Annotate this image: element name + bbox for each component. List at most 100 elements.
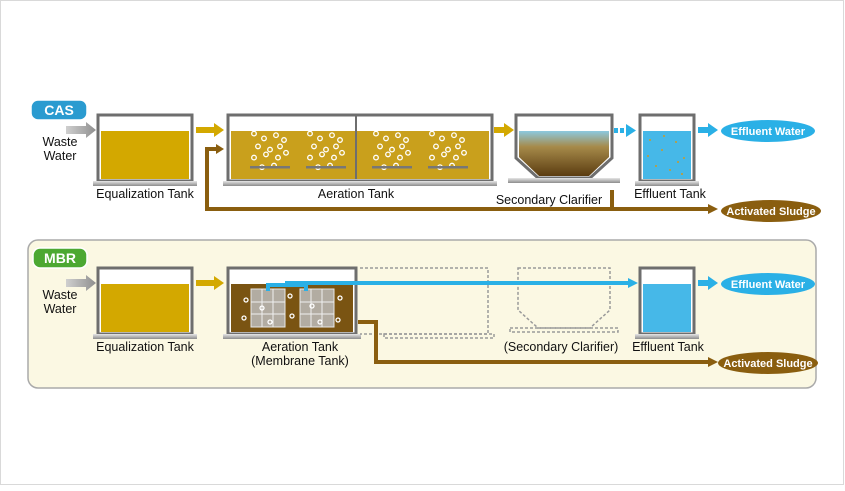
mbr-waste-water-arrow (66, 275, 96, 291)
mbr-removed-aeration-tank-outline (360, 267, 495, 339)
cas-aeration-tank-label: Aeration Tank (318, 187, 395, 201)
aeration-bubble (451, 132, 457, 139)
mbr-panel (27, 239, 817, 389)
cas-activated-sludge-pill: Activated Sludge (721, 200, 821, 222)
aeration-bubble (389, 146, 395, 153)
mbr-effluent-tank-label: Effluent Tank (632, 340, 705, 354)
mbr-section: MBR Waste Water Equalization Tank (27, 239, 818, 389)
aeration-bubble (281, 137, 287, 143)
aeration-bubble (455, 143, 461, 150)
effluent-particle (661, 149, 663, 151)
aeration-bubble (251, 154, 257, 161)
effluent-particle (663, 135, 665, 137)
mbr-activated-sludge-label: Activated Sludge (723, 358, 812, 370)
aeration-bubble (429, 130, 435, 137)
aeration-bubble (289, 313, 295, 319)
aeration-bubble (311, 143, 317, 150)
cas-badge-label: CAS (44, 102, 74, 118)
aeration-bubble (429, 154, 435, 161)
aeration-bubble (309, 303, 315, 309)
aeration-bubble (331, 154, 337, 161)
aeration-bubble (333, 143, 339, 150)
mbr-sludge-line (358, 320, 708, 364)
aeration-bubble (317, 135, 323, 142)
aeration-bubble (255, 143, 261, 150)
aeration-bubble (267, 146, 273, 153)
cas-secondary-clarifier-label: Secondary Clarifier (496, 193, 602, 207)
mbr-permeate-line (266, 281, 630, 291)
mbr-activated-sludge-pill: Activated Sludge (718, 352, 818, 374)
membrane-module-2 (299, 288, 335, 328)
mbr-aeration-tank-label-2: (Membrane Tank) (251, 354, 349, 368)
aeration-bubble (273, 132, 279, 139)
aeration-bubble (251, 130, 257, 137)
aeration-bubble (453, 154, 459, 161)
cas-activated-sludge-label: Activated Sludge (726, 206, 815, 218)
cas-clarified-water-arrow (614, 124, 636, 137)
effluent-particle (677, 161, 679, 163)
aeration-bubble (283, 149, 289, 156)
cas-sludge-lines (205, 147, 708, 211)
aeration-bubble (373, 130, 379, 137)
mbr-effluent-arrow (698, 276, 718, 290)
aeration-bubble (377, 143, 383, 150)
mbr-badge: MBR (32, 247, 88, 269)
effluent-particle (675, 141, 677, 143)
aeration-bubble (395, 132, 401, 139)
mbr-waste-water-label-2: Water (44, 302, 77, 316)
cas-aeration-tank (223, 113, 497, 186)
mbr-removed-clarifier-outline (509, 267, 619, 333)
aeration-bubble (385, 151, 391, 158)
cas-secondary-clarifier (508, 113, 620, 183)
mbr-secondary-clarifier-label: (Secondary Clarifier) (504, 340, 619, 354)
effluent-particle (647, 155, 649, 157)
cas-section: CAS Waste Water Equalization Tank (30, 99, 821, 222)
aeration-bubble (243, 297, 249, 303)
mbr-equalization-tank-label: Equalization Tank (96, 340, 195, 354)
cas-flow-arrow-1 (196, 123, 224, 137)
cas-effluent-water-label: Effluent Water (731, 126, 806, 138)
aeration-bubble (319, 151, 325, 158)
mbr-membrane-tank (223, 266, 361, 339)
effluent-particle (683, 157, 685, 159)
aeration-bubble (307, 154, 313, 161)
aeration-bubble (439, 135, 445, 142)
aeration-bubble (241, 315, 247, 321)
aeration-bubble (337, 137, 343, 143)
aeration-bubble (433, 143, 439, 150)
cas-effluent-water-pill: Effluent Water (721, 120, 815, 142)
cas-equalization-tank-label: Equalization Tank (96, 187, 195, 201)
cas-effluent-arrow (698, 123, 718, 137)
aeration-bubble (263, 151, 269, 158)
aeration-bubble (399, 143, 405, 150)
mbr-permeate-arrowhead (628, 278, 638, 288)
aeration-bubble (317, 319, 323, 325)
effluent-particle (649, 139, 651, 141)
aeration-bubble (323, 146, 329, 153)
mbr-badge-label: MBR (44, 250, 76, 266)
aeration-bubble (307, 130, 313, 137)
mbr-equalization-tank (93, 266, 197, 339)
aeration-bubble (287, 293, 293, 299)
aeration-bubble (459, 137, 465, 143)
aeration-bubble (397, 154, 403, 161)
aeration-bubble (405, 149, 411, 156)
aeration-bubble (275, 154, 281, 161)
mbr-effluent-water-pill: Effluent Water (721, 273, 815, 295)
aeration-bubble (277, 143, 283, 150)
mbr-flow-arrow-1 (196, 276, 224, 290)
aeration-bubble (329, 132, 335, 139)
aeration-bubble (261, 135, 267, 142)
cas-waste-water-label-1: Waste (43, 135, 78, 149)
aeration-bubble (337, 295, 343, 301)
cas-waste-water-label-2: Water (44, 149, 77, 163)
effluent-particle (655, 165, 657, 167)
effluent-particle (669, 169, 671, 171)
cas-waste-water-arrow (66, 122, 96, 138)
cas-effluent-tank-label: Effluent Tank (634, 187, 707, 201)
cas-sludge-arrowhead (708, 204, 718, 214)
aeration-bubble (339, 149, 345, 156)
aeration-bubble (267, 319, 273, 325)
cas-return-sludge-arrowhead (216, 144, 224, 154)
